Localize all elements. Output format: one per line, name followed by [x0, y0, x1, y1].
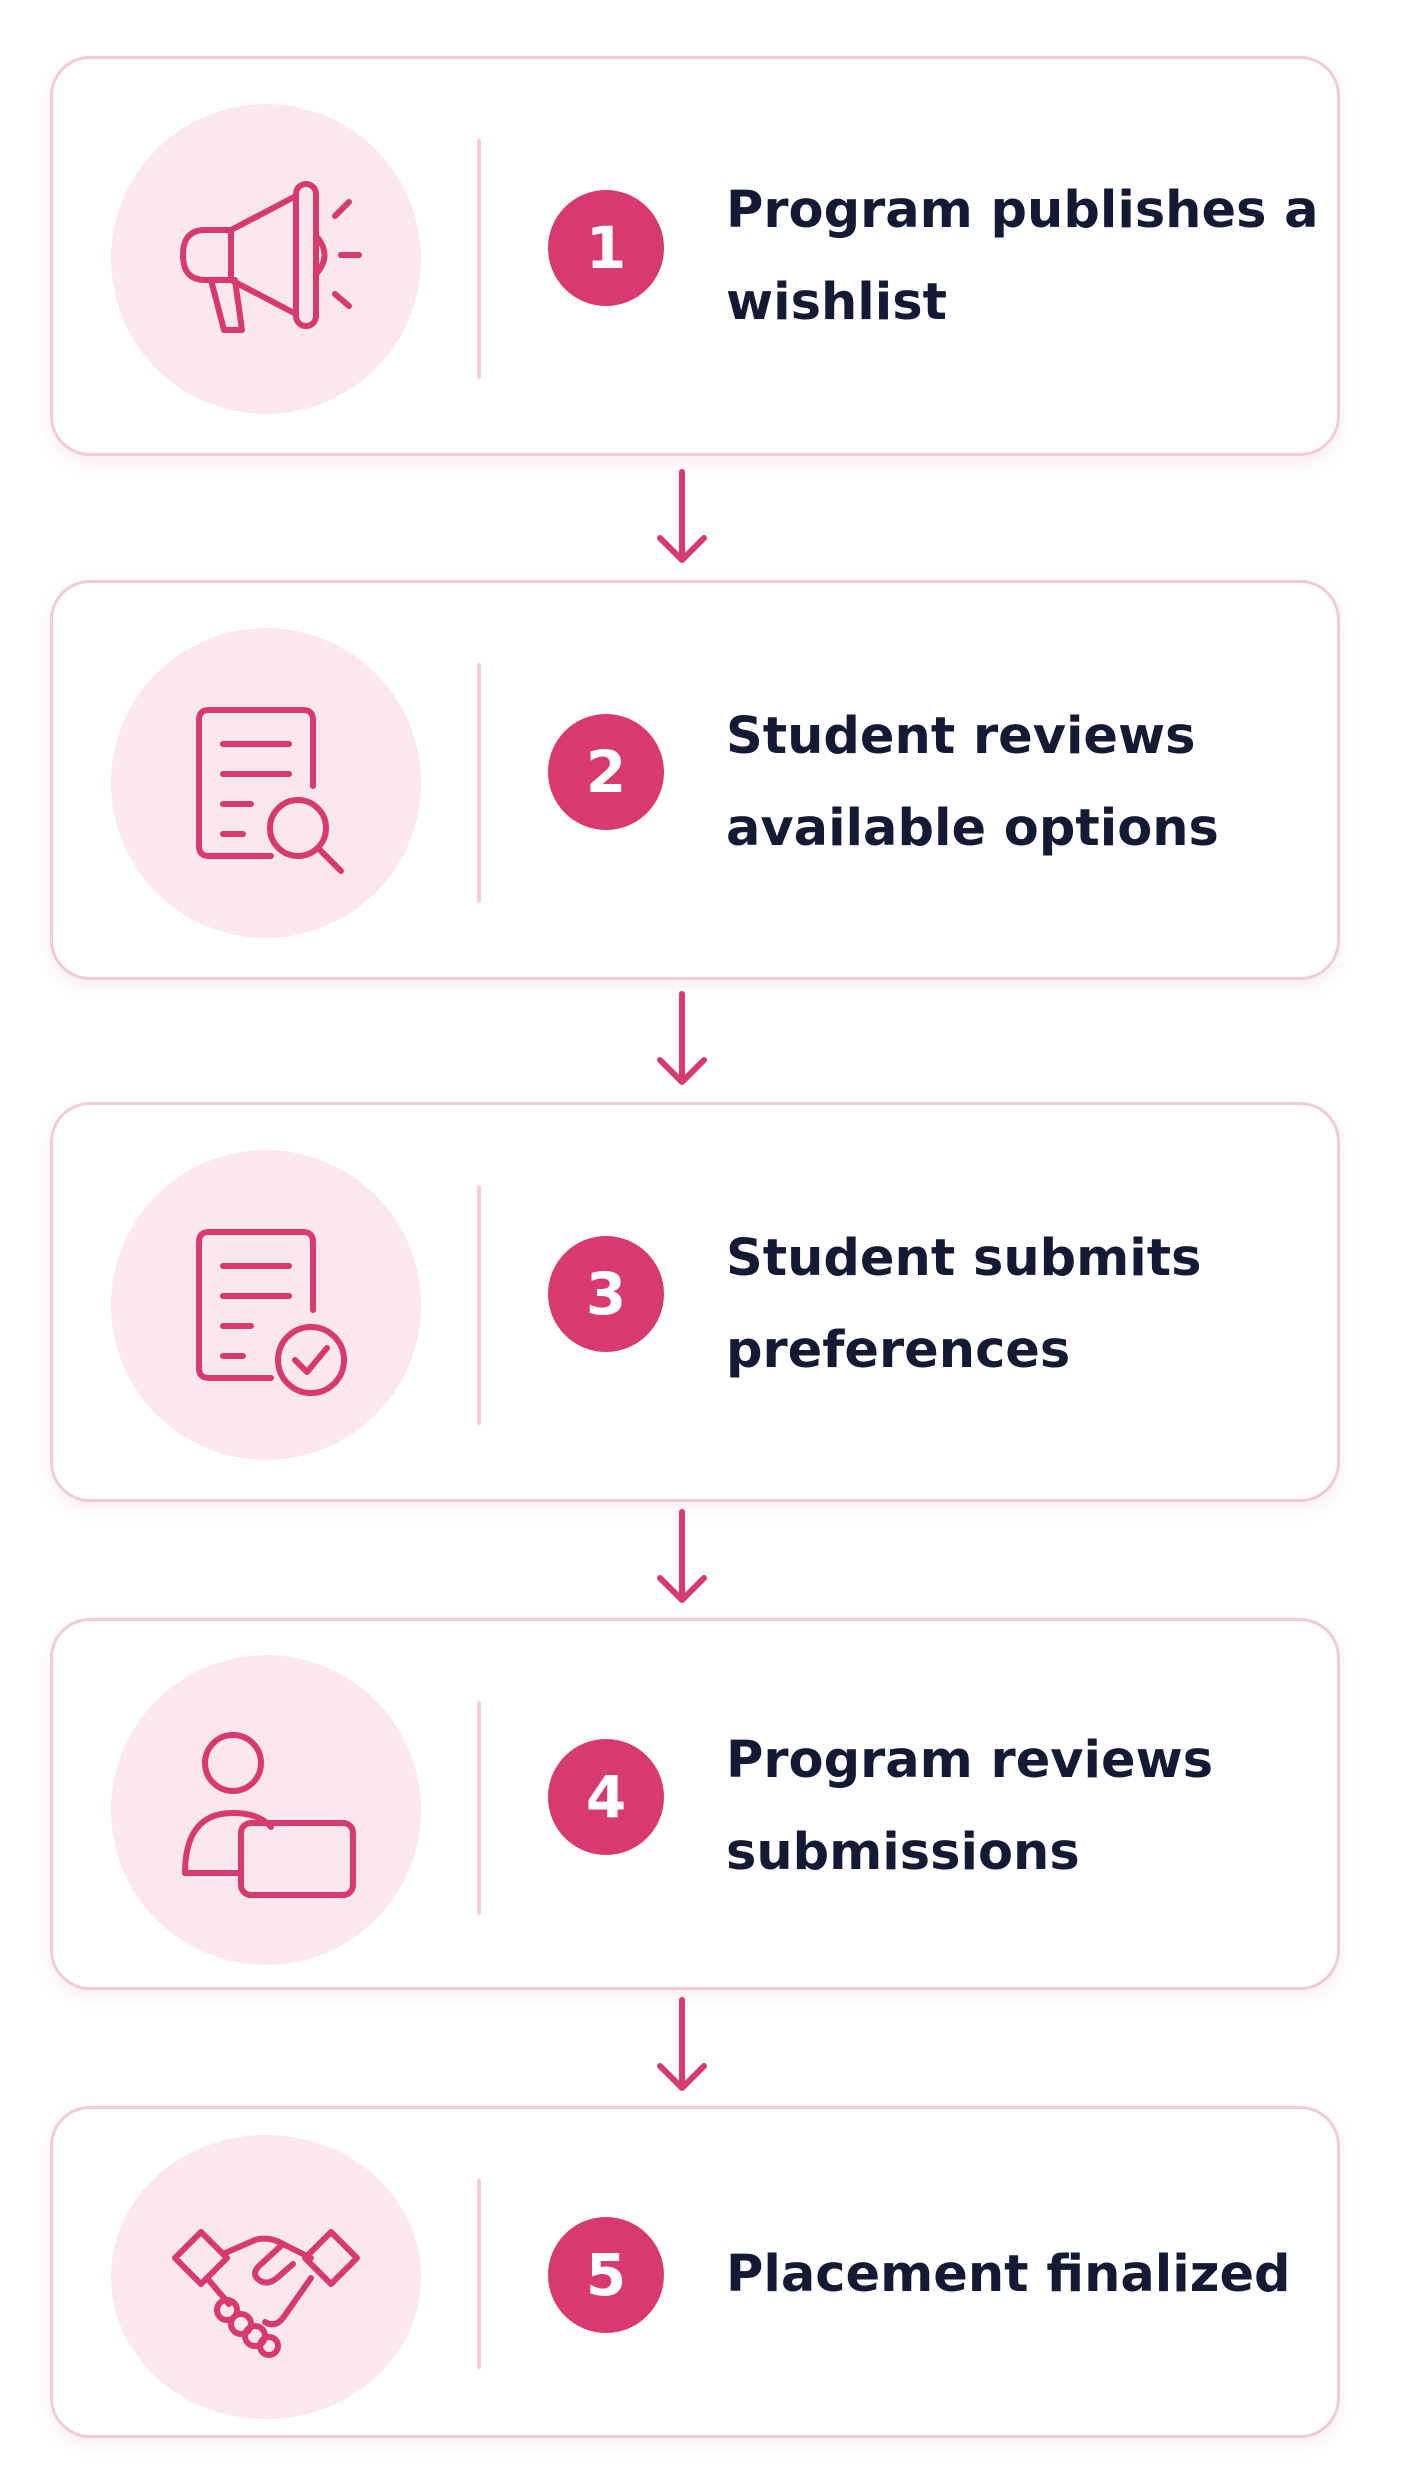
icon-circle: [111, 1150, 421, 1460]
flow-arrow: [654, 468, 710, 568]
step-label-text: Program publishes a wishlist: [726, 181, 1319, 332]
divider: [477, 1185, 481, 1425]
arrow-down-icon: [657, 1509, 707, 1603]
step-card-3: 3 Student submits preferences: [50, 1102, 1340, 1502]
step-label: Program reviews submissions: [726, 1715, 1326, 1899]
divider: [477, 139, 481, 379]
step-label-text: Student reviews available options: [726, 707, 1219, 858]
icon-circle: [111, 2135, 421, 2419]
step-label-text: Placement finalized: [726, 2245, 1291, 2304]
arrow-down-icon: [657, 1997, 707, 2091]
divider: [477, 1701, 481, 1915]
flow-arrow: [654, 990, 710, 1090]
step-label: Student reviews available options: [726, 691, 1326, 875]
step-card-1: 1 Program publishes a wishlist: [50, 56, 1340, 456]
flow-arrow: [654, 1996, 710, 2096]
arrow-down-icon: [657, 469, 707, 563]
flow-arrow: [654, 1508, 710, 1608]
icon-circle: [111, 1655, 421, 1965]
step-label-text: Student submits preferences: [726, 1229, 1202, 1380]
step-card-4: 4 Program reviews submissions: [50, 1618, 1340, 1990]
icon-circle: [111, 628, 421, 938]
divider: [477, 663, 481, 903]
step-card-5: 5 Placement finalized: [50, 2106, 1340, 2438]
handshake-icon: [172, 2229, 360, 2358]
document-search-icon: [196, 707, 344, 874]
megaphone-icon: [180, 181, 362, 333]
arrow-down-icon: [657, 991, 707, 1085]
divider: [477, 2179, 481, 2369]
step-label: Placement finalized: [726, 2229, 1366, 2321]
document-check-icon: [196, 1229, 347, 1396]
icon-circle: [111, 104, 421, 414]
step-label-text: Program reviews submissions: [726, 1731, 1214, 1882]
step-card-2: 2 Student reviews available options: [50, 580, 1340, 980]
step-label: Student submits preferences: [726, 1213, 1326, 1397]
step-number-badge: 5: [548, 2217, 664, 2333]
step-label: Program publishes a wishlist: [726, 165, 1326, 349]
step-number-badge: 1: [548, 190, 664, 306]
step-number-badge: 2: [548, 714, 664, 830]
user-laptop-icon: [182, 1732, 356, 1898]
step-number-badge: 4: [548, 1739, 664, 1855]
step-number-badge: 3: [548, 1236, 664, 1352]
